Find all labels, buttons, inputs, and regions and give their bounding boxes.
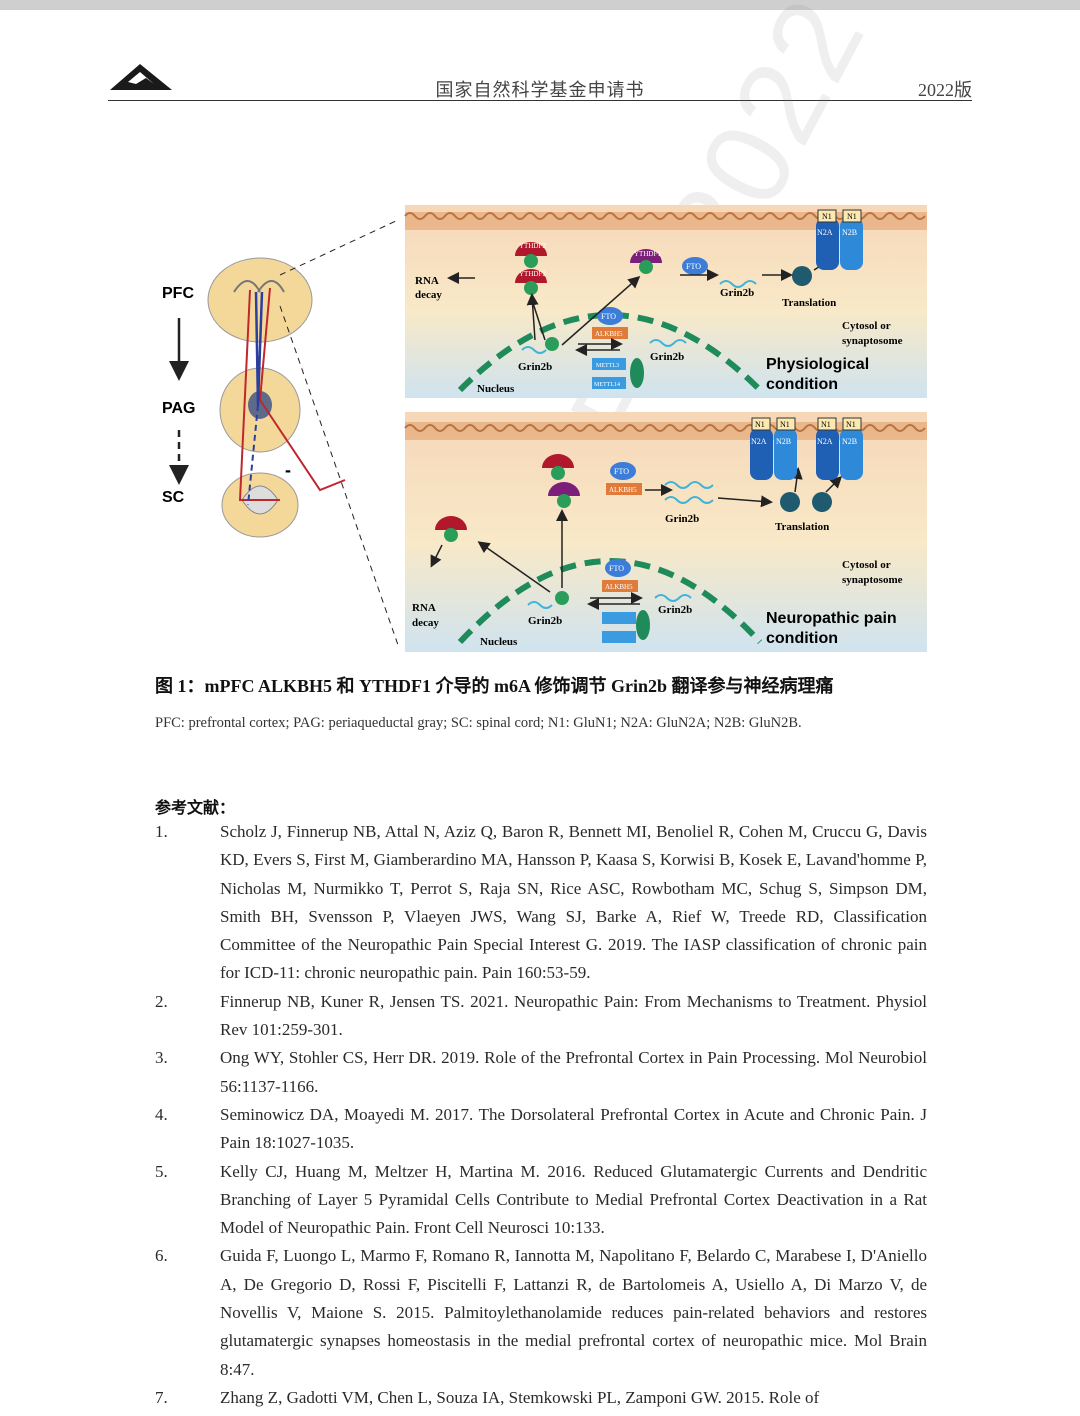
svg-text:Grin2b: Grin2b bbox=[658, 604, 692, 616]
svg-text:METTL14: METTL14 bbox=[594, 382, 620, 388]
svg-text:N2A: N2A bbox=[817, 437, 833, 446]
svg-text:ALKBH5: ALKBH5 bbox=[605, 583, 633, 591]
svg-text:Translation: Translation bbox=[775, 521, 829, 533]
reference-list: 1.Scholz J, Finnerup NB, Attal N, Aziz Q… bbox=[155, 818, 927, 1412]
svg-text:synaptosome: synaptosome bbox=[842, 335, 903, 347]
svg-text:FTO: FTO bbox=[609, 564, 624, 573]
svg-text:N2B: N2B bbox=[842, 228, 857, 237]
svg-text:condition: condition bbox=[766, 630, 838, 647]
svg-text:Translation: Translation bbox=[782, 297, 836, 309]
svg-text:RNA: RNA bbox=[415, 275, 439, 287]
region-pfc: PFC bbox=[162, 285, 194, 302]
figure-caption: 图 1：mPFC ALKBH5 和 YTHDF1 介导的 m6A 修饰调节 Gr… bbox=[155, 676, 834, 696]
top-bar bbox=[0, 0, 1080, 10]
region-sc: SC bbox=[162, 489, 185, 506]
svg-text:METTL3: METTL3 bbox=[596, 363, 619, 369]
svg-text:Grin2b: Grin2b bbox=[720, 287, 754, 299]
svg-text:Neuropathic pain: Neuropathic pain bbox=[766, 610, 897, 627]
figure-svg: PFC PAG SC - bbox=[162, 205, 927, 652]
svg-text:N2B: N2B bbox=[842, 437, 857, 446]
svg-text:Grin2b: Grin2b bbox=[518, 361, 552, 373]
svg-text:condition: condition bbox=[766, 376, 838, 393]
page-header: 国家自然科学基金申请书 2022版 bbox=[108, 62, 972, 101]
svg-text:N1: N1 bbox=[822, 212, 832, 221]
svg-text:Nucleus: Nucleus bbox=[477, 383, 515, 395]
reference-item: 4.Seminowicz DA, Moayedi M. 2017. The Do… bbox=[155, 1104, 927, 1153]
physiological-panel: YTHDF2 YTHDF2 YTHDF1 FTO FTO ALKBH5 METT… bbox=[404, 205, 927, 398]
svg-text:Cytosol or: Cytosol or bbox=[842, 320, 891, 332]
svg-text:ALKBH5: ALKBH5 bbox=[609, 486, 637, 494]
header-title: 国家自然科学基金申请书 bbox=[435, 80, 645, 100]
reference-item: 6.Guida F, Luongo L, Marmo F, Romano R, … bbox=[155, 1246, 927, 1379]
svg-text:FTO: FTO bbox=[686, 262, 701, 271]
nsfc-logo-icon bbox=[110, 64, 172, 90]
svg-text:Grin2b: Grin2b bbox=[650, 351, 684, 363]
svg-text:Cytosol or: Cytosol or bbox=[842, 559, 891, 571]
svg-text:Physiological: Physiological bbox=[766, 356, 869, 373]
region-pag: PAG bbox=[162, 400, 195, 417]
svg-text:N1: N1 bbox=[755, 420, 765, 429]
sc-section-icon bbox=[221, 472, 299, 538]
references-title: 参考文献： bbox=[155, 800, 236, 817]
neuropathic-panel: FTO ALKBH5 FTO ALKBH5 bbox=[404, 412, 927, 652]
svg-text:Nucleus: Nucleus bbox=[480, 636, 518, 648]
svg-text:RNA: RNA bbox=[412, 602, 436, 614]
svg-text:N2A: N2A bbox=[817, 228, 833, 237]
svg-text:YTHDF1: YTHDF1 bbox=[634, 250, 661, 258]
reference-item: 7.Zhang Z, Gadotti VM, Chen L, Souza IA,… bbox=[155, 1387, 820, 1407]
svg-text:ALKBH5: ALKBH5 bbox=[595, 330, 623, 338]
svg-text:N1: N1 bbox=[780, 420, 790, 429]
reference-item: 1.Scholz J, Finnerup NB, Attal N, Aziz Q… bbox=[155, 822, 927, 983]
svg-text:-: - bbox=[285, 460, 291, 480]
svg-text:N1: N1 bbox=[821, 420, 831, 429]
svg-text:N2A: N2A bbox=[751, 437, 767, 446]
svg-text:FTO: FTO bbox=[601, 312, 616, 321]
svg-text:FTO: FTO bbox=[614, 467, 629, 476]
svg-text:N2B: N2B bbox=[776, 437, 791, 446]
svg-text:decay: decay bbox=[412, 617, 439, 629]
reference-item: 3.Ong WY, Stohler CS, Herr DR. 2019. Rol… bbox=[155, 1048, 927, 1096]
svg-text:decay: decay bbox=[415, 289, 442, 301]
reference-item: 2.Finnerup NB, Kuner R, Jensen TS. 2021.… bbox=[155, 991, 927, 1040]
svg-text:Grin2b: Grin2b bbox=[665, 513, 699, 525]
svg-text:Grin2b: Grin2b bbox=[528, 615, 562, 627]
svg-text:YTHDF2: YTHDF2 bbox=[519, 242, 546, 250]
svg-text:N1: N1 bbox=[847, 212, 857, 221]
svg-text:YTHDF2: YTHDF2 bbox=[519, 270, 546, 278]
svg-text:N1: N1 bbox=[846, 420, 856, 429]
figure-1: PFC PAG SC - bbox=[150, 200, 930, 660]
reference-item: 5.Kelly CJ, Huang M, Meltzer H, Martina … bbox=[155, 1161, 927, 1238]
figure-legend: PFC: prefrontal cortex; PAG: periaqueduc… bbox=[155, 715, 802, 731]
header-version: 2022版 bbox=[918, 80, 972, 100]
svg-text:synaptosome: synaptosome bbox=[842, 574, 903, 586]
